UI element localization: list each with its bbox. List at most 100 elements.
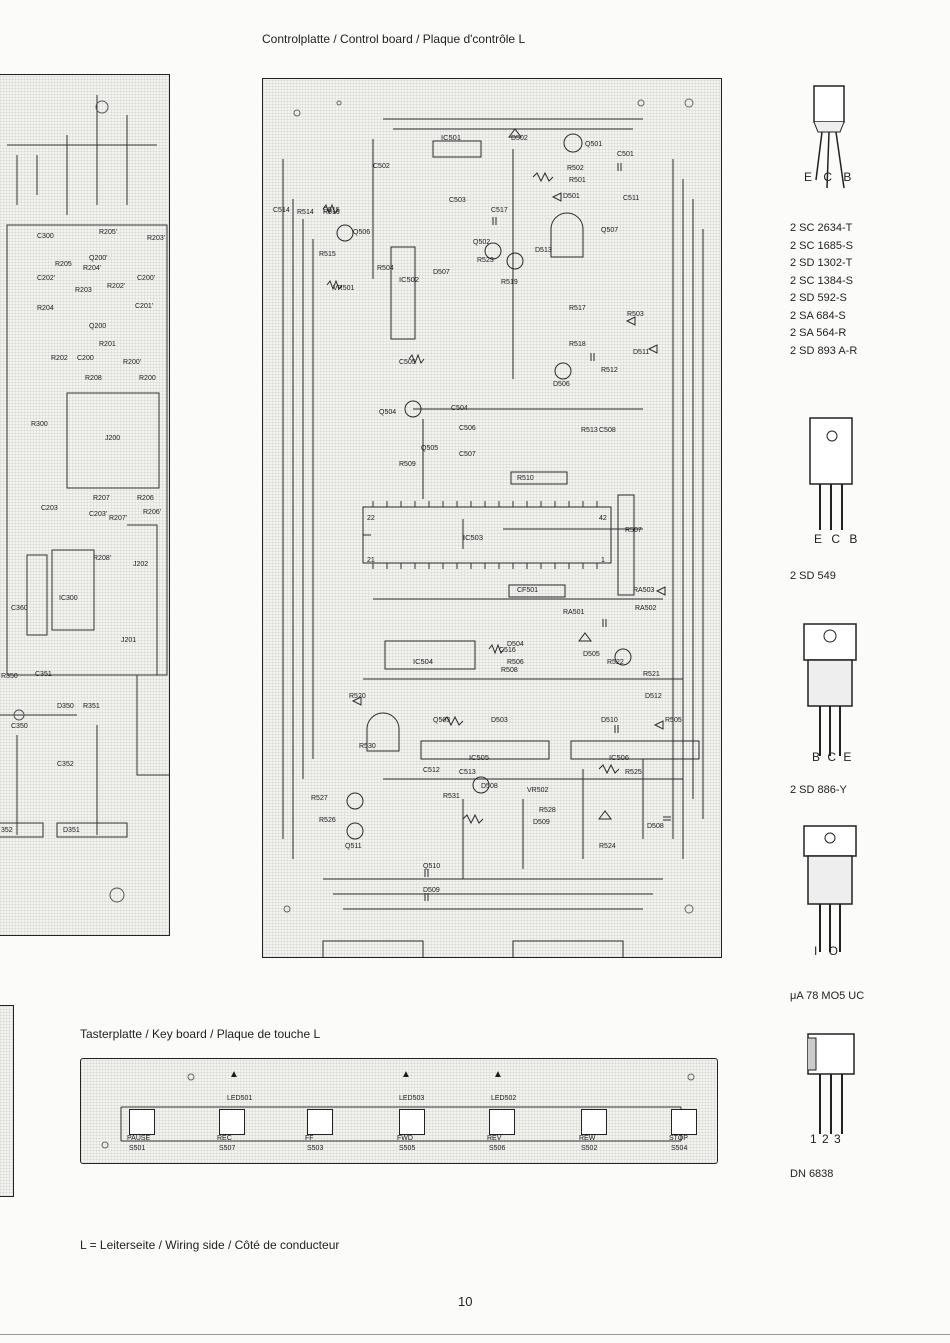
component-label: Q507 xyxy=(601,227,619,234)
left-board-label: D350 xyxy=(57,703,74,710)
left-board-label: R201 xyxy=(99,341,116,348)
component-label: C516 xyxy=(499,647,516,654)
left-board-label: R208 xyxy=(85,375,102,382)
component-label: C507 xyxy=(459,451,476,458)
component-label: R503 xyxy=(627,311,644,318)
ic503-pin-number: 42 xyxy=(599,515,607,522)
transistor-type-item: 2 SA 564-R xyxy=(790,327,847,339)
transistor-type-item: 2 SD 893 A-R xyxy=(790,344,858,357)
component-label: R531 xyxy=(443,793,460,800)
component-label: R517 xyxy=(569,305,586,312)
component-label: Q505 xyxy=(421,445,439,452)
component-label: R514 xyxy=(297,209,314,216)
to92-transistor-icon xyxy=(813,85,845,189)
key-switch xyxy=(581,1109,607,1135)
component-label: CF501 xyxy=(517,587,539,594)
key-switch xyxy=(399,1109,425,1135)
key-switch xyxy=(489,1109,515,1135)
component-label: R528 xyxy=(539,807,556,814)
left-board-label: R204 xyxy=(37,305,54,312)
component-label: D503 xyxy=(491,717,508,724)
ic503-pin-leads xyxy=(372,501,598,569)
left-board-label: C360 xyxy=(11,605,28,612)
component-label: VR502 xyxy=(527,787,549,794)
left-board-label: R205' xyxy=(99,229,118,236)
component-label: R508 xyxy=(501,667,518,674)
left-board-label: C200 xyxy=(77,355,94,362)
key-ref: S502 xyxy=(581,1145,598,1152)
legend-text: L = Leiterseite / Wiring side / Côté de … xyxy=(80,1238,340,1252)
component-label: D501 xyxy=(563,193,580,200)
control-board-traces xyxy=(282,98,704,957)
key-name: STOP xyxy=(669,1135,688,1142)
component-label: R501 xyxy=(569,177,586,184)
key-switch xyxy=(219,1109,245,1135)
component-label: R521 xyxy=(643,671,660,678)
led-icon: ▲ xyxy=(493,1069,503,1080)
left-board-label: J200 xyxy=(105,435,121,442)
component-label: R519 xyxy=(501,279,518,286)
component-label: R505 xyxy=(665,717,682,724)
left-board-label: J202 xyxy=(133,561,149,568)
component-label: R509 xyxy=(399,461,416,468)
ic-label: IC504 xyxy=(413,657,434,666)
keyboard-title: Tasterplatte / Key board / Plaque de tou… xyxy=(80,1027,321,1041)
component-label: R513 xyxy=(581,427,598,434)
left-board-label: C352 xyxy=(57,761,74,768)
left-board-label: C203' xyxy=(89,511,108,518)
to220-type: 2 SD 886-Y xyxy=(790,784,847,796)
to220-pin-labels: B C E xyxy=(812,750,854,764)
transistor-type-item: 2 SA 684-S xyxy=(790,309,846,322)
component-label: R515 xyxy=(319,251,336,258)
key-ref: S504 xyxy=(671,1145,688,1152)
component-label: R520 xyxy=(349,693,366,700)
to126-pin-labels: E C B xyxy=(814,532,861,546)
key-name: REW xyxy=(579,1135,596,1142)
left-board-label: C203 xyxy=(41,505,58,512)
led-label: LED503 xyxy=(399,1095,425,1102)
left-board-label: R208' xyxy=(93,555,112,562)
component-label: D506 xyxy=(553,381,570,388)
left-board-label: R207 xyxy=(93,495,110,502)
ic503-pin-number: 22 xyxy=(367,515,375,522)
key-ref: S503 xyxy=(307,1145,324,1152)
key-name: FF xyxy=(305,1135,314,1142)
led-label: LED501 xyxy=(227,1095,253,1102)
key-name: REV xyxy=(487,1135,502,1142)
component-label: R506 xyxy=(507,659,524,666)
transistor-type-item: 2 SC 1384-S xyxy=(790,274,853,287)
key-ref: S507 xyxy=(219,1145,236,1152)
ic-label: IC501 xyxy=(441,133,462,142)
component-label: RA502 xyxy=(635,605,657,612)
left-board-label: C202' xyxy=(37,275,56,282)
left-board-label: R200 xyxy=(139,375,156,382)
key-name: FWD xyxy=(397,1135,413,1142)
component-label: D508 xyxy=(647,823,664,830)
sip-type: DN 6838 xyxy=(790,1168,834,1180)
left-board-label: R202' xyxy=(107,283,126,290)
component-label: C511 xyxy=(623,195,640,202)
component-label: Q501 xyxy=(585,141,603,148)
component-label: D505 xyxy=(583,651,600,658)
left-board-label: IC300 xyxy=(59,595,78,602)
component-label: R525 xyxy=(625,769,642,776)
component-label: C504 xyxy=(451,405,468,412)
transistor-type-item: 2 SD 1302-T xyxy=(790,257,853,269)
component-label: R504 xyxy=(377,265,394,272)
left-board-label: J201 xyxy=(121,637,137,644)
component-label: Q503 xyxy=(433,717,451,724)
component-label: C513 xyxy=(459,769,476,776)
component-label: C502 xyxy=(373,163,390,170)
ic-label: IC502 xyxy=(399,275,420,284)
component-label: C505 xyxy=(399,359,416,366)
key-board-traces xyxy=(101,1073,695,1149)
transistor-type-item: 2 SD 592-S xyxy=(790,292,847,304)
led-icon: ▲ xyxy=(401,1069,411,1080)
left-board-traces xyxy=(0,95,169,903)
component-label: D510 xyxy=(601,717,618,724)
component-label: R518 xyxy=(569,341,586,348)
